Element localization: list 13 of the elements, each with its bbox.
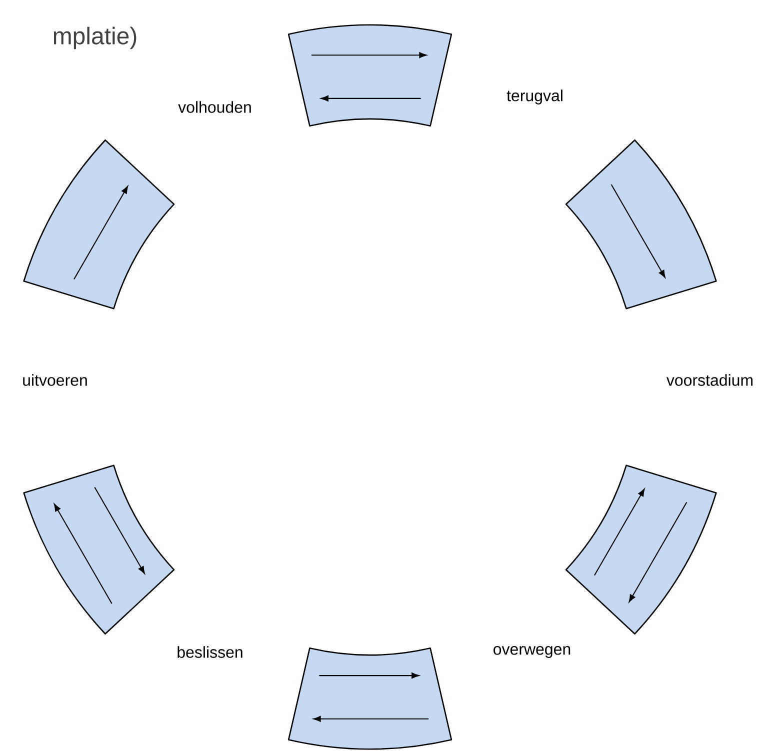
stage-label: overwegen	[494, 646, 570, 658]
stage-label: uitvoeren	[23, 374, 87, 386]
band	[23, 139, 175, 310]
band	[565, 464, 717, 635]
stage-label: terugval	[506, 90, 562, 104]
band	[565, 139, 717, 310]
band	[288, 647, 452, 750]
stage-label: mplatie)	[54, 26, 136, 50]
stage-label: voorstadium	[666, 374, 753, 386]
stage-label: beslissen	[178, 646, 242, 658]
band	[23, 464, 175, 635]
band	[288, 24, 452, 127]
stage-label: volhouden	[178, 101, 251, 113]
